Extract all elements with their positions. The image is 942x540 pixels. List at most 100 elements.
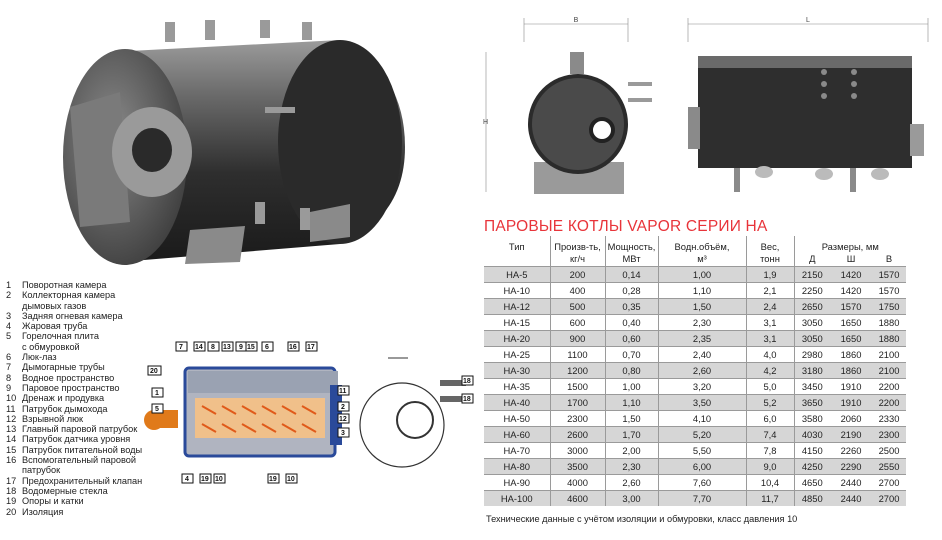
table-cell: 6,00 xyxy=(657,458,746,475)
dim-b-label: B xyxy=(574,17,579,24)
table-cell: 1860 xyxy=(830,346,872,363)
table-title: ПАРОВЫЕ КОТЛЫ VAPOR СЕРИИ НА xyxy=(484,218,768,235)
table-cell: 1200 xyxy=(549,362,605,379)
legend-item: патрубок xyxy=(6,465,181,475)
table-cell: 400 xyxy=(549,282,605,299)
legend-text: Патрубок датчика уровня xyxy=(22,434,131,445)
table-cell: 3500 xyxy=(549,458,605,475)
table-cell: 2,00 xyxy=(604,442,658,459)
table-cell: 1750 xyxy=(872,298,906,315)
table-cell: 4250 xyxy=(793,458,830,475)
table-cell: 900 xyxy=(549,330,605,347)
table-cell: 2100 xyxy=(872,362,906,379)
table-cell: 2700 xyxy=(872,474,906,491)
legend-text: Задняя огневая камера xyxy=(22,310,123,321)
table-cell: 2440 xyxy=(830,490,872,506)
table-cell: 3,00 xyxy=(604,490,658,506)
legend-item: 20 Изоляция xyxy=(6,507,181,517)
legend-number: 20 xyxy=(6,506,17,517)
table-cell: 5,20 xyxy=(657,426,746,443)
legend-number: 8 xyxy=(6,372,12,383)
legend-number: 12 xyxy=(6,413,17,424)
legend-text: Вспомогательный паровой xyxy=(22,455,137,466)
legend-text: Взрывной люк xyxy=(22,413,84,424)
table-cell: 2,60 xyxy=(657,362,746,379)
legend-text: Главный паровой патрубок xyxy=(22,424,138,435)
table-cell: 1,50 xyxy=(657,298,746,315)
header-capacity: Произв-ть, xyxy=(549,236,605,251)
legend-text: Дымогарные трубы xyxy=(22,362,105,373)
legend-text: Опоры и катки xyxy=(22,496,84,507)
table-cell: НА-12 xyxy=(484,298,550,315)
table-cell: НА-20 xyxy=(484,330,550,347)
legend-text: Жаровая труба xyxy=(22,321,88,332)
header-capacity-unit: кг/ч xyxy=(549,251,605,267)
table-cell: 2200 xyxy=(872,394,906,411)
table-cell: НА-35 xyxy=(484,378,550,395)
nozzles xyxy=(165,20,312,230)
table-cell: 2550 xyxy=(872,458,906,475)
table-cell: 3050 xyxy=(793,330,830,347)
table-cell: 7,70 xyxy=(657,490,746,506)
table-cell: 0,40 xyxy=(604,314,658,331)
legend-text: Коллекторная камера xyxy=(22,290,116,301)
table-cell: 0,70 xyxy=(604,346,658,363)
table-cell: НА-80 xyxy=(484,458,550,475)
table-cell: 7,8 xyxy=(745,442,794,459)
table-cell: 4150 xyxy=(793,442,830,459)
boiler-section-diagram xyxy=(144,357,466,468)
table-cell: 4600 xyxy=(549,490,605,506)
table-cell: НА-5 xyxy=(484,266,550,283)
table-cell: 3450 xyxy=(793,378,830,395)
table-cell: 1910 xyxy=(830,378,872,395)
table-cell: 2100 xyxy=(872,346,906,363)
legend-number: 3 xyxy=(6,310,12,321)
table-cell: 1910 xyxy=(830,394,872,411)
table-cell: 2190 xyxy=(830,426,872,443)
table-cell: НА-15 xyxy=(484,314,550,331)
table-cell: 2250 xyxy=(793,282,830,299)
table-cell: 3180 xyxy=(793,362,830,379)
legend-text: с обмуровкой xyxy=(22,341,80,352)
table-cell: 10,4 xyxy=(745,474,794,491)
table-cell: 4000 xyxy=(549,474,605,491)
table-cell: 2,35 xyxy=(657,330,746,347)
header-dim-w: Ш xyxy=(846,253,856,264)
table-cell: 1,70 xyxy=(604,426,658,443)
table-cell: 3,1 xyxy=(745,330,794,347)
table-cell: 2060 xyxy=(830,410,872,427)
legend-number: 15 xyxy=(6,444,17,455)
table-cell: 600 xyxy=(549,314,605,331)
specs-table: Тип Произв-ть, Мощность, Водн.объём, Вес… xyxy=(484,236,906,506)
table-cell: 1860 xyxy=(830,362,872,379)
table-cell: НА-40 xyxy=(484,394,550,411)
legend-number: 13 xyxy=(6,424,17,435)
legend-number: 5 xyxy=(6,331,12,342)
table-cell: 3000 xyxy=(549,442,605,459)
table-cell: 1500 xyxy=(549,378,605,395)
header-power: Мощность, xyxy=(604,236,658,251)
table-cell: 1420 xyxy=(830,266,872,283)
boiler-end-view: B H xyxy=(483,17,652,194)
table-cell: 1,00 xyxy=(604,378,658,395)
table-cell: НА-10 xyxy=(484,282,550,299)
table-cell: 0,14 xyxy=(604,266,658,283)
legend-number: 1 xyxy=(6,280,12,290)
legend-text: Изоляция xyxy=(22,506,64,517)
table-cell: 7,60 xyxy=(657,474,746,491)
table-cell: 1,9 xyxy=(745,266,794,283)
legend-text: Поворотная камера xyxy=(22,280,107,290)
legend-text: патрубок xyxy=(22,465,61,476)
table-cell: 4,2 xyxy=(745,362,794,379)
dim-h-label: H xyxy=(483,119,488,126)
dim-l-label: L xyxy=(806,17,810,24)
